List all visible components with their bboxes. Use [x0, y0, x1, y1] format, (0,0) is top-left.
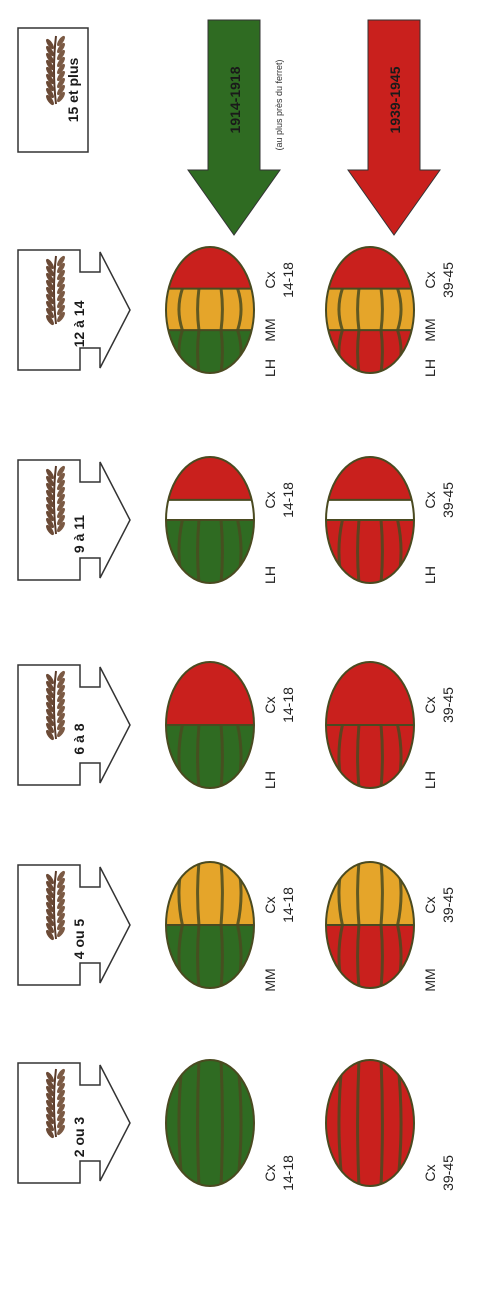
ferret-label: 14-18: [280, 482, 296, 518]
ferret-label: Cx: [422, 696, 438, 713]
palm-branch-icon: [46, 1068, 65, 1139]
ferret: [325, 1059, 415, 1187]
palm-branch-icon: [46, 465, 65, 536]
ferret-label: Cx: [422, 896, 438, 913]
palm-branch-icon: [46, 670, 65, 741]
arrow-box-outline: [17, 249, 131, 371]
ferret-label: LH: [262, 359, 278, 377]
palm-branch-icon: [46, 35, 65, 106]
ferret: [165, 246, 255, 374]
ferret-label: 14-18: [280, 1155, 296, 1191]
war-note: (au plus près du ferret): [274, 59, 284, 150]
palm-branch-icon: [46, 255, 65, 326]
ferret-label: Cx: [262, 1164, 278, 1181]
ferret-label: Cx: [262, 896, 278, 913]
count-box: 4 ou 5: [17, 864, 131, 986]
ferret-label: 39-45: [440, 262, 456, 298]
ferret-label: MM: [422, 968, 438, 991]
war-arrow: 1939-1945: [347, 19, 441, 236]
ferret-label: MM: [422, 318, 438, 341]
arrow-box-outline: [17, 664, 131, 786]
arrow-box-outline: [17, 864, 131, 986]
arrow-box-outline: [17, 1062, 131, 1184]
arrow-box-outline: [17, 459, 131, 581]
ferret-label: 39-45: [440, 482, 456, 518]
count-box-label: 4 ou 5: [71, 919, 87, 960]
ferret: [165, 661, 255, 789]
count-box: 2 ou 3: [17, 1062, 131, 1184]
count-box: 6 à 8: [17, 664, 131, 786]
ferret-label: 39-45: [440, 1155, 456, 1191]
ferret-label: LH: [262, 566, 278, 584]
count-box: 15 et plus: [17, 27, 89, 153]
ferret: [325, 861, 415, 989]
count-box: 9 à 11: [17, 459, 131, 581]
ww2-arrow: [347, 19, 441, 236]
ferret-grid: [165, 246, 415, 1187]
war-arrow: 1914-1918 (au plus près du ferret): [187, 19, 284, 236]
ferret-label: Cx: [262, 271, 278, 288]
ferret: [325, 246, 415, 374]
ferret: [165, 1059, 255, 1187]
war-label: 1939-1945: [387, 66, 403, 133]
ferret-label: LH: [262, 771, 278, 789]
ferret-label: Cx: [262, 491, 278, 508]
ferret-label: MM: [262, 968, 278, 991]
ferret-label: 39-45: [440, 887, 456, 923]
ferret-label: Cx: [262, 696, 278, 713]
count-box-label: 2 ou 3: [71, 1117, 87, 1158]
ferret-label: 14-18: [280, 687, 296, 723]
palm-branch-icon: [46, 870, 65, 941]
count-box-label: 12 à 14: [71, 300, 87, 347]
count-box-label: 6 à 8: [71, 723, 87, 754]
ferret: [325, 661, 415, 789]
ferret-label: LH: [422, 566, 438, 584]
ferret-label: Cx: [422, 491, 438, 508]
ww1-arrow: [187, 19, 281, 236]
ferret-label: MM: [262, 318, 278, 341]
ferret-label: 39-45: [440, 687, 456, 723]
ferret-label: LH: [422, 359, 438, 377]
ferret-label: Cx: [422, 271, 438, 288]
ferret: [325, 456, 415, 584]
ferret: [165, 861, 255, 989]
war-label: 1914-1918: [227, 66, 243, 133]
count-box-label: 9 à 11: [71, 515, 87, 553]
ferret-label: 14-18: [280, 887, 296, 923]
count-boxes: 2 ou 3 4 ou 5 6 à 8 9 à 11 12 à 14 15 et plus: [17, 27, 131, 1184]
count-box-label: 15 et plus: [65, 58, 81, 123]
ferret-label: LH: [422, 771, 438, 789]
count-box: 12 à 14: [17, 249, 131, 371]
ferret: [165, 456, 255, 584]
ferret-label: Cx: [422, 1164, 438, 1181]
ferret-label: 14-18: [280, 262, 296, 298]
war-arrows: 1914-1918 (au plus près du ferret) 1939-19…: [187, 19, 441, 236]
